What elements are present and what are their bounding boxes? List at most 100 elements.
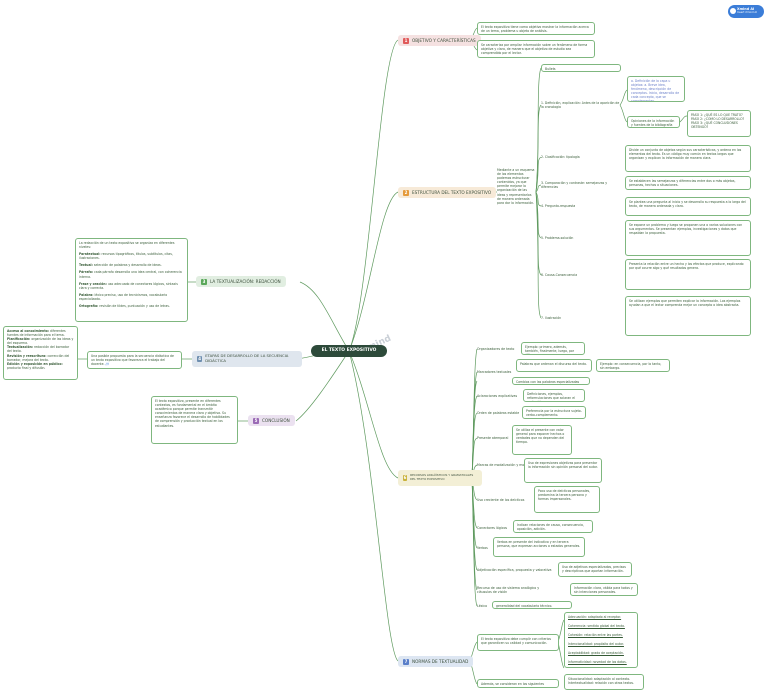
root-topic[interactable]: EL TEXTO EXPOSITIVO [311,345,387,357]
recurso-desc[interactable]: Verbos en presente del indicativo y en t… [493,537,585,557]
etapa-planificacion-desc: organización de las ideas y del esquema. [7,337,74,346]
etapa-textualizacion: Textualización: [7,345,34,350]
norma-item: Cohesión: relación entre las partes. [568,633,623,638]
normas-intro[interactable]: El texto expositivo debe cumplir con cri… [477,634,559,651]
estructura-causa: 6. Causa-Consecuencia [541,273,578,277]
etapa-edicion: Edición y exposición en público: [7,361,63,366]
branch-objetivo[interactable]: 1 OBJETIVO Y CARACTERÍSTICAS [398,35,481,46]
objetivo-note-1[interactable]: El texto expositivo tiene como objetivo … [477,22,595,35]
normas-rasgos-lista[interactable]: Situacionalidad: adaptación al contexto.… [564,674,644,690]
recurso-desc[interactable]: Ejemplo: primero, además, también, final… [521,342,585,355]
estructura-intro: Mediante a un esquema de los elementos p… [497,168,535,205]
norma-item: Adecuación: adaptado al receptor. [568,615,622,619]
recurso-label: Orden de palabras estable [477,411,520,415]
etapas-lista[interactable]: Acceso al conocimiento: diferentes fuent… [3,326,78,380]
xmind-ai-badge[interactable]: Xmind AI Insert Xmind AI [728,5,764,18]
paso-2: PASO 2: ¿CÓMO LO DESARROLLO? [691,117,745,122]
norma-item: Coherencia: sentido global del texto. [568,624,625,629]
estructura-problema-desc[interactable]: Se expone un problema y luego se propone… [625,220,751,256]
ai-icon [730,8,736,14]
recurso-label: Organizadores de texto [477,347,515,351]
recurso-desc[interactable]: Uso de adjetivos especializados, preciso… [558,562,632,577]
estructura-pasos[interactable]: PASO 1: ¿QUÉ ES LO QUE TRATO? PASO 2: ¿C… [687,110,751,137]
branch-estructura[interactable]: 2 ESTRUCTURA DEL TEXTO EXPOSITIVO [398,187,497,198]
etapas-propuesta[interactable]: Una posible propuesta para la secuencia … [87,351,182,369]
branch-etapas[interactable]: 4 ETAPAS DE DESARROLLO DE LA SECUENCIA D… [192,351,302,367]
estructura-causa-desc[interactable]: Presenta la relación entre un hecho y lo… [625,259,751,290]
recurso-desc-2[interactable]: Ejemplo: en consecuencia, por lo tanto, … [596,359,670,372]
recurso-desc[interactable]: Palabras que ordenan el discurso del tex… [516,359,592,372]
normas-lista[interactable]: Adecuación: adaptado al receptor. Cohere… [564,612,638,668]
branch-recursos[interactable]: 6 RECURSOS LINGÜÍSTICOS Y GRAMATICALES D… [398,470,482,486]
branch-number: 7 [403,658,409,665]
etapa-textualizacion-desc: redacción del borrador del texto. [7,345,70,354]
recurso-desc[interactable]: Indican relaciones de causa, consecuenci… [513,520,593,533]
nivel-parrafo: Párrafo: [79,270,94,275]
branch-number: 6 [403,475,408,481]
recurso-desc[interactable]: Se utiliza el presente con valor general… [512,425,572,455]
slash-icon: ∕∕∕ [105,362,109,367]
branch-label: CONCLUSIÓN [262,418,290,423]
estructura-pregunta-desc[interactable]: Se plantea una pregunta al inicio y se d… [625,197,751,216]
normas-rasgos[interactable]: Además, se consideran en los siguientes … [477,679,559,688]
nivel-paratextual-desc: recursos tipográficos, títulos, subtítul… [79,252,173,261]
nivel-textual: Textual: [79,263,93,268]
branch-number: 2 [403,189,409,196]
estructura-bullets[interactable]: Bullets [541,64,621,72]
norma-item: Aceptabilidad: grado de aceptación. [568,651,624,656]
recurso-desc[interactable]: Poco uso de deícticos personales, predom… [534,486,600,513]
branch-label: OBJETIVO Y CARACTERÍSTICAS [412,38,476,43]
recurso-label: Uso creciente de los deícticos [477,498,525,502]
textualizacion-intro: La redacción de un texto expositivo se o… [79,241,175,250]
recurso-desc[interactable]: Uso de expresiones objetivas para presen… [524,458,602,483]
branch-label: NORMAS DE TEXTUALIDAD [412,659,469,664]
recurso-desc[interactable]: Información clara, válida para todos y s… [570,583,638,596]
nivel-paratextual: Paratextual: [79,252,101,257]
badge-title: Xmind AI [737,7,755,11]
nivel-palabra: Palabra: [79,292,94,297]
nivel-parrafo-desc: cada párrafo desarrolla una idea central… [79,270,182,279]
objetivo-note-2[interactable]: Se caracteriza por ampliar información s… [477,40,595,58]
branch-conclusion[interactable]: 5 CONCLUSIÓN [248,415,295,426]
nivel-frase-desc: uso adecuado de conectores lógicos, sint… [79,281,178,290]
etapa-edicion-desc: producto final y difusión. [7,365,46,370]
branch-number: 4 [197,356,203,362]
recurso-desc[interactable]: Definiciones, ejemplos, reformulaciones … [523,389,585,402]
recurso-desc[interactable]: Preferencia por la estructura sujeto-ver… [522,406,586,419]
estructura-definicion: 1. Definición, explicación: Antes de la … [541,101,620,110]
estructura-comparacion-desc[interactable]: Se establecen las semejanzas y diferenci… [625,176,751,190]
branch-normas[interactable]: 7 NORMAS DE TEXTUALIDAD [398,656,474,667]
badge-subtitle: Insert Xmind AI [737,11,757,15]
branch-label: ESTRUCTURA DEL TEXTO EXPOSITIVO [412,190,492,195]
nivel-palabra-desc: léxico preciso, uso de tecnicismos, voca… [79,292,168,301]
estructura-definicion-b[interactable]: Opiniones de la información y fuentes de… [627,116,680,128]
recurso-label: Adjetivación específica, propuesta y val… [477,568,552,572]
estructura-problema: 5. Problema-solución [541,236,574,240]
recurso-label: Marcadores textuales [477,370,512,374]
estructura-ilustracion: 7. Ilustración [541,316,562,320]
recurso-desc[interactable]: Cambios con las palabras especializadas [512,377,590,385]
nivel-textual-desc: selección de palabras y desarrollo de id… [93,263,162,268]
branch-number: 1 [403,37,409,44]
etapa-planificacion: Planificación: [7,337,31,342]
estructura-ilustracion-desc[interactable]: Se utilizan ejemplos que permiten explic… [625,296,751,336]
recurso-desc[interactable]: generalidad del vocabulario técnico. [492,601,572,609]
branch-textualizacion[interactable]: 3 LA TEXTUALIZACIÓN: REDACCIÓN [196,276,286,287]
nivel-frase: Frase y oración: [79,281,107,286]
rasgo-situacionalidad: Situacionalidad: adaptación al contexto. [568,677,631,681]
textualizacion-note[interactable]: La redacción de un texto expositivo se o… [75,238,188,322]
branch-label: RECURSOS LINGÜÍSTICOS Y GRAMATICALES DEL… [410,473,474,481]
conclusion-note[interactable]: El texto expositivo, presente en diferen… [151,396,238,444]
recurso-label: Presente atemporal [477,436,509,440]
paso-1: PASO 1: ¿QUÉ ES LO QUE TRATO? [691,113,743,117]
recurso-label: Verbos [477,546,488,550]
estructura-clasificacion-desc[interactable]: Divide un conjunto de objetos según sus … [625,145,751,172]
estructura-clasificacion: 2. Clasificación: tipología [541,155,580,159]
rasgo-intertextualidad: Intertextualidad: relación con otros tex… [568,681,634,686]
estructura-definicion-a[interactable]: a. Definición de la capa u objetos: a. B… [627,76,685,102]
norma-item: Intencionalidad: propósito del autor. [568,642,624,647]
branch-label: LA TEXTUALIZACIÓN: REDACCIÓN [210,279,281,284]
estructura-comparacion: 3. Comparación y contraste: semejanzas y… [541,181,608,190]
etapa-revision: Revisión y reescritura: [7,353,47,358]
